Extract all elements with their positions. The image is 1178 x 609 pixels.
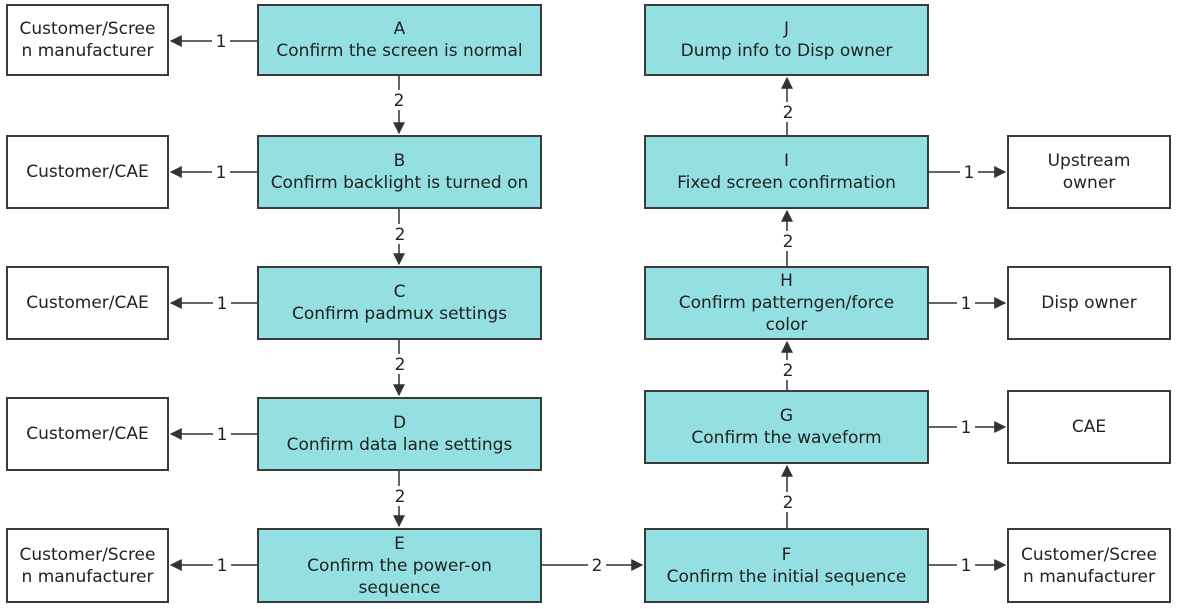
edge-h-to-i: 2	[778, 209, 796, 266]
owner-b: Customer/CAE	[6, 135, 169, 209]
step-h-letter: H	[780, 271, 793, 291]
edge-label-b-owner: 1	[216, 163, 227, 183]
step-f: F Confirm the initial sequence	[644, 528, 929, 603]
edge-a-to-owner: 1	[169, 31, 257, 52]
owner-e: Customer/Scree n manufacturer	[6, 528, 169, 603]
edge-i-to-owner: 1	[929, 162, 1007, 183]
owner-i-line2: owner	[1062, 173, 1116, 193]
edge-label-h-owner: 1	[961, 294, 972, 314]
edge-i-to-j: 2	[778, 76, 796, 135]
edge-g-to-owner: 1	[929, 417, 1007, 438]
edge-e-to-owner: 1	[169, 555, 257, 576]
owner-c: Customer/CAE	[6, 266, 169, 340]
step-i: I Fixed screen confirmation	[644, 135, 929, 209]
edge-f-to-g: 2	[778, 464, 796, 528]
step-b-text: Confirm backlight is turned on	[270, 173, 529, 193]
owner-f-line2: n manufacturer	[1023, 566, 1155, 587]
step-c-text: Confirm padmux settings	[292, 304, 507, 324]
step-g-letter: G	[779, 406, 794, 426]
step-f-text: Confirm the initial sequence	[666, 566, 907, 587]
step-a-letter: A	[393, 19, 406, 39]
edge-label-a-b: 2	[394, 91, 405, 111]
edge-a-to-b: 2	[390, 76, 408, 135]
step-c: C Confirm padmux settings	[257, 266, 542, 340]
step-e-text-line1: Confirm the power-on	[307, 555, 492, 576]
step-a: A Confirm the screen is normal	[257, 4, 542, 76]
edge-label-a-owner: 1	[216, 32, 227, 52]
owner-a-line2: n manufacturer	[21, 41, 154, 61]
edge-label-i-j: 2	[783, 103, 794, 123]
edge-label-f-g: 2	[783, 493, 794, 513]
step-d-letter: D	[392, 413, 407, 433]
edge-label-i-owner: 1	[964, 163, 975, 183]
owner-c-line1: Customer/CAE	[26, 293, 149, 313]
owner-i: Upstream owner	[1007, 135, 1171, 209]
step-b-letter: B	[393, 151, 406, 171]
step-g: G Confirm the waveform	[644, 390, 929, 464]
edge-label-e-f: 2	[592, 556, 603, 576]
step-g-text: Confirm the waveform	[691, 428, 882, 448]
owner-f: Customer/Scree n manufacturer	[1007, 528, 1171, 603]
edge-label-g-owner: 1	[961, 418, 972, 438]
step-a-text: Confirm the screen is normal	[276, 41, 523, 61]
step-h: H Confirm patterngen/force color	[644, 266, 929, 340]
edge-label-b-c: 2	[395, 225, 406, 245]
step-e: E Confirm the power-on sequence	[257, 528, 542, 603]
edge-label-d-e: 2	[395, 487, 406, 507]
owner-f-line1: Customer/Scree	[1021, 544, 1157, 565]
step-j: J Dump info to Disp owner	[644, 4, 929, 76]
step-b: B Confirm backlight is turned on	[257, 135, 542, 209]
edge-f-to-owner: 1	[929, 555, 1007, 576]
edge-label-g-h: 2	[783, 361, 794, 381]
owner-b-line1: Customer/CAE	[26, 162, 149, 182]
edge-d-to-e: 2	[390, 471, 408, 528]
edge-label-c-d: 2	[395, 355, 406, 375]
step-j-letter: J	[783, 19, 789, 39]
step-d: D Confirm data lane settings	[257, 397, 542, 471]
owner-d: Customer/CAE	[6, 397, 169, 471]
edge-c-to-owner: 1	[169, 293, 257, 314]
edge-label-d-owner: 1	[217, 425, 228, 445]
edge-label-e-owner: 1	[217, 556, 228, 576]
owner-g-line1: CAE	[1071, 417, 1107, 437]
edge-label-h-i: 2	[783, 232, 794, 252]
owner-h: Disp owner	[1007, 266, 1171, 340]
step-c-letter: C	[393, 282, 406, 302]
edge-d-to-owner: 1	[169, 424, 257, 445]
step-e-letter: E	[394, 533, 405, 554]
edge-c-to-d: 2	[390, 340, 408, 397]
step-h-text-line1: Confirm patterngen/force	[678, 293, 895, 313]
step-e-text-line2: sequence	[358, 577, 441, 598]
edge-b-to-c: 2	[390, 209, 408, 266]
step-i-text: Fixed screen confirmation	[677, 173, 896, 193]
step-j-text: Dump info to Disp owner	[680, 41, 893, 61]
owner-i-line1: Upstream	[1047, 151, 1131, 171]
edge-label-c-owner: 1	[217, 294, 228, 314]
owner-h-line1: Disp owner	[1041, 293, 1137, 313]
edge-label-f-owner: 1	[961, 556, 972, 576]
owner-e-line1: Customer/Scree	[19, 544, 156, 565]
owner-g: CAE	[1007, 390, 1171, 464]
edge-g-to-h: 2	[778, 340, 796, 390]
edge-b-to-owner: 1	[169, 162, 257, 183]
edge-e-to-f: 2	[542, 555, 644, 576]
owner-e-line2: n manufacturer	[21, 566, 154, 587]
step-h-text-line2: color	[765, 315, 808, 335]
step-i-letter: I	[783, 151, 789, 171]
step-d-text: Confirm data lane settings	[286, 435, 513, 455]
edge-h-to-owner: 1	[929, 293, 1007, 314]
owner-a: Customer/Scree n manufacturer	[6, 4, 169, 76]
owner-d-line1: Customer/CAE	[26, 424, 149, 444]
step-f-letter: F	[781, 544, 792, 565]
owner-a-line1: Customer/Scree	[19, 19, 156, 39]
